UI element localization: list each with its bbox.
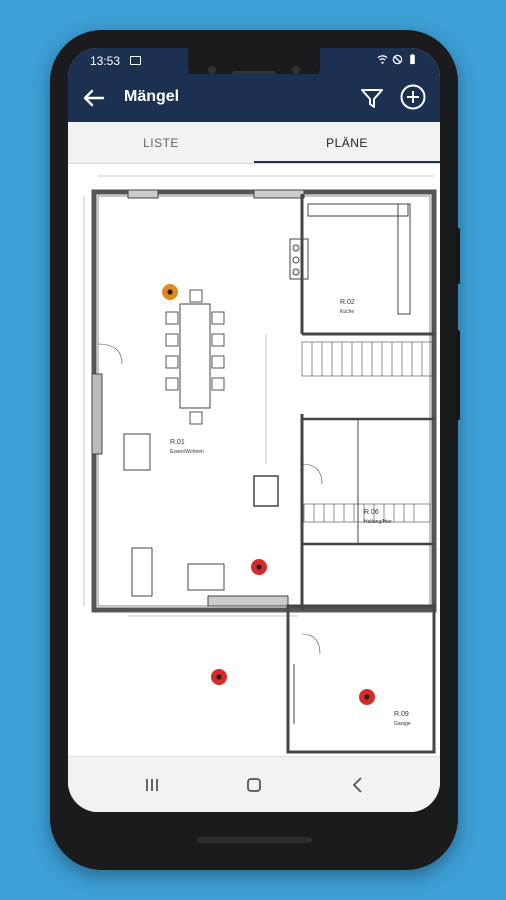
tab-bar: LISTE PLÄNE bbox=[68, 122, 440, 164]
do-not-disturb-icon bbox=[392, 54, 403, 65]
volume-button bbox=[456, 228, 460, 284]
plus-circle-icon[interactable] bbox=[398, 82, 428, 112]
room-name-r02: Küche bbox=[340, 309, 354, 315]
room-label-r09: R.09 bbox=[394, 711, 409, 718]
recents-icon[interactable] bbox=[138, 771, 166, 799]
front-camera-2 bbox=[292, 66, 300, 74]
defect-marker-red[interactable] bbox=[211, 669, 227, 685]
battery-icon bbox=[410, 54, 415, 65]
arrow-left-icon[interactable] bbox=[80, 84, 108, 112]
app-bar: Mängel bbox=[68, 74, 440, 122]
earpiece bbox=[232, 71, 276, 76]
floor-plan[interactable]: R.01 Essen/Wohnen R.02 Küche R.06 Haltun… bbox=[68, 164, 440, 756]
front-camera bbox=[208, 66, 216, 74]
defect-marker-red[interactable] bbox=[359, 689, 375, 705]
filter-icon[interactable] bbox=[358, 84, 386, 112]
room-name-r01: Essen/Wohnen bbox=[170, 449, 204, 455]
tab-indicator bbox=[254, 161, 440, 163]
room-name-r09: Garage bbox=[394, 721, 411, 727]
floor-plan-viewer[interactable]: R.01 Essen/Wohnen R.02 Küche R.06 Haltun… bbox=[68, 164, 440, 756]
bottom-speaker bbox=[196, 837, 312, 843]
back-nav-icon[interactable] bbox=[344, 771, 372, 799]
room-label-r06: R.06 bbox=[364, 509, 379, 516]
wifi-icon bbox=[377, 55, 388, 64]
defect-marker-orange[interactable] bbox=[162, 284, 178, 300]
image-notification-icon bbox=[130, 56, 141, 65]
home-icon[interactable] bbox=[240, 771, 268, 799]
room-name-r06: Haltung/Hwr bbox=[364, 519, 392, 525]
system-nav-bar bbox=[68, 756, 440, 812]
room-label-r02: R.02 bbox=[340, 299, 355, 306]
power-button bbox=[456, 330, 460, 420]
room-label-r01: R.01 bbox=[170, 439, 185, 446]
status-time: 13:53 bbox=[90, 54, 121, 68]
tab-liste[interactable]: LISTE bbox=[143, 136, 179, 150]
screen: 13:53 Mängel bbox=[68, 48, 440, 812]
status-icons bbox=[377, 54, 418, 65]
page-title: Mängel bbox=[124, 88, 180, 105]
tab-plaene[interactable]: PLÄNE bbox=[326, 136, 368, 150]
defect-marker-red[interactable] bbox=[251, 559, 267, 575]
